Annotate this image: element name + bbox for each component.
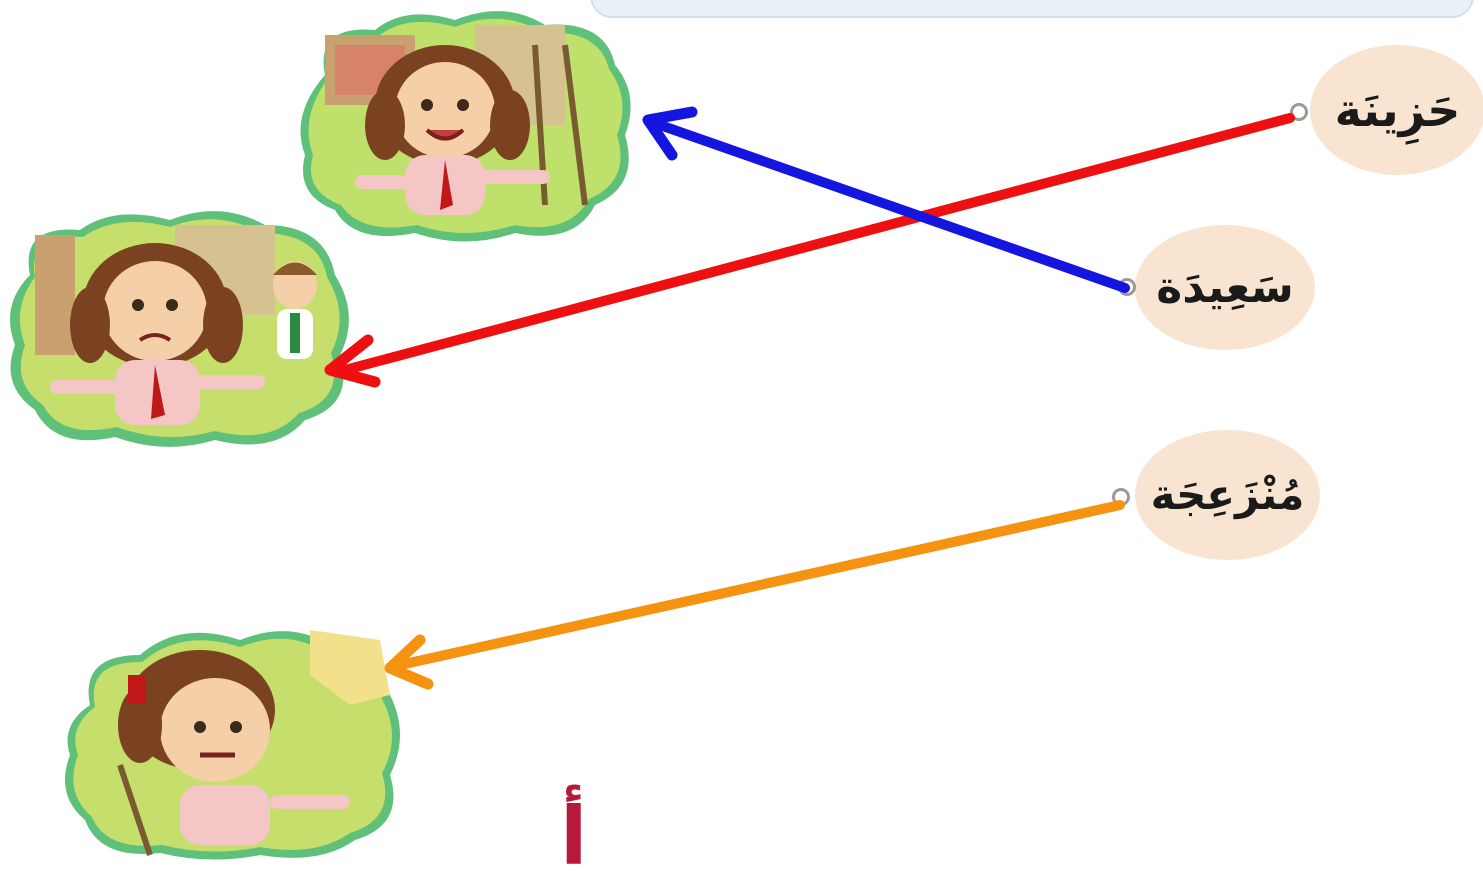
upset-girl-picture[interactable] xyxy=(60,615,410,860)
connection-lines xyxy=(324,106,1295,690)
arrow-upset xyxy=(384,500,1125,690)
bottom-heading: أ xyxy=(560,790,588,883)
sad-girl-picture[interactable] xyxy=(5,205,360,455)
happy-girl-picture[interactable] xyxy=(295,5,640,245)
word-label-sad: حَزِينَة xyxy=(1334,83,1461,137)
arrow-happy xyxy=(642,106,1130,293)
word-label-happy: سَعِيدَة xyxy=(1156,261,1294,313)
word-bubble-happy: سَعِيدَة xyxy=(1135,225,1315,350)
arrow-sad xyxy=(324,113,1295,388)
word-bubble-sad: حَزِينَة xyxy=(1310,45,1483,175)
word-label-upset: مُنْزَعِجَة xyxy=(1150,470,1305,519)
word-bubble-upset: مُنْزَعِجَة xyxy=(1135,430,1320,560)
